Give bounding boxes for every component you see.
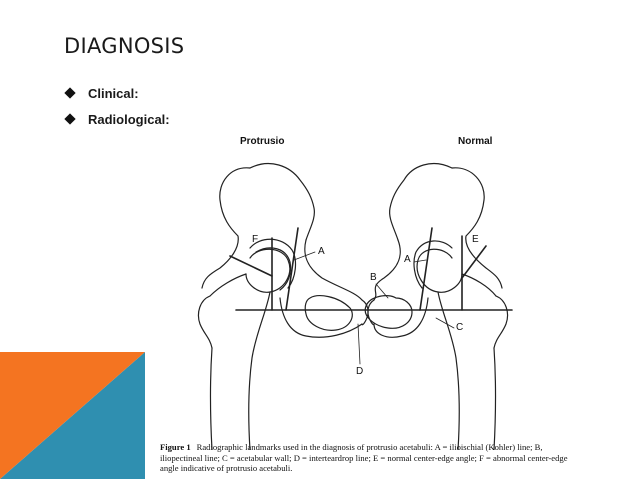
normal-label: Normal	[458, 136, 493, 147]
left-ilium-outline	[201, 167, 251, 289]
right-obturator	[364, 295, 413, 329]
bullet-list: Clinical: Radiological:	[64, 80, 170, 132]
label-a-right: A	[404, 254, 411, 265]
right-a-leader	[413, 259, 427, 263]
corner-orange-triangle	[0, 352, 145, 479]
left-greater-trochanter	[197, 295, 213, 349]
figure-caption-text: Radiographic landmarks used in the diagn…	[160, 442, 568, 473]
label-c: C	[456, 322, 464, 333]
label-f: F	[252, 234, 259, 245]
left-ischium	[279, 297, 363, 338]
right-ilium-top	[389, 163, 453, 241]
left-acetabulum	[249, 238, 297, 289]
c-leader	[435, 317, 455, 329]
right-ilium-outline	[451, 167, 503, 289]
left-ce-angle-line	[229, 255, 273, 277]
diamond-bullet-icon	[64, 113, 76, 125]
right-ilium-inner	[373, 239, 401, 301]
label-a-left: A	[318, 246, 325, 257]
right-femur-neck	[461, 273, 497, 297]
left-femur-shaft-inner	[248, 291, 271, 451]
label-d: D	[356, 366, 364, 377]
d-leader	[357, 323, 361, 365]
left-kohler-line	[285, 227, 299, 311]
left-femur-shaft-outer	[209, 347, 213, 451]
pelvis-figure: Protrusio Normal F A A E B C D	[190, 128, 565, 451]
protrusio-label: Protrusio	[240, 136, 285, 147]
right-ce-angle-line	[461, 245, 487, 279]
right-acetabulum	[413, 240, 453, 289]
pelvis-drawing	[197, 163, 513, 451]
right-femoral-head	[416, 248, 463, 293]
right-kohler-line	[419, 227, 433, 311]
left-ilium-inner	[304, 239, 363, 301]
left-acetabulum-deep	[255, 247, 292, 291]
corner-decoration	[0, 352, 145, 479]
left-femoral-head	[245, 248, 291, 293]
diamond-bullet-icon	[64, 87, 76, 99]
right-femur-shaft-outer	[493, 347, 497, 451]
bullet-item: Radiological:	[64, 106, 170, 132]
right-ischium	[373, 297, 429, 338]
left-ilium-top	[249, 163, 315, 241]
left-a-leader	[293, 251, 316, 261]
right-greater-trochanter	[493, 295, 509, 349]
left-obturator	[304, 295, 353, 331]
left-femur-neck	[209, 273, 247, 297]
bullet-text: Radiological:	[88, 111, 170, 127]
label-e: E	[472, 234, 479, 245]
right-femur-shaft-inner	[437, 291, 460, 451]
slide-title: DIAGNOSIS	[64, 34, 185, 58]
label-b: B	[370, 272, 377, 283]
b-leader	[375, 283, 389, 299]
bullet-item: Clinical:	[64, 80, 170, 106]
figure-number: Figure 1	[160, 442, 191, 452]
bullet-text: Clinical:	[88, 85, 139, 101]
